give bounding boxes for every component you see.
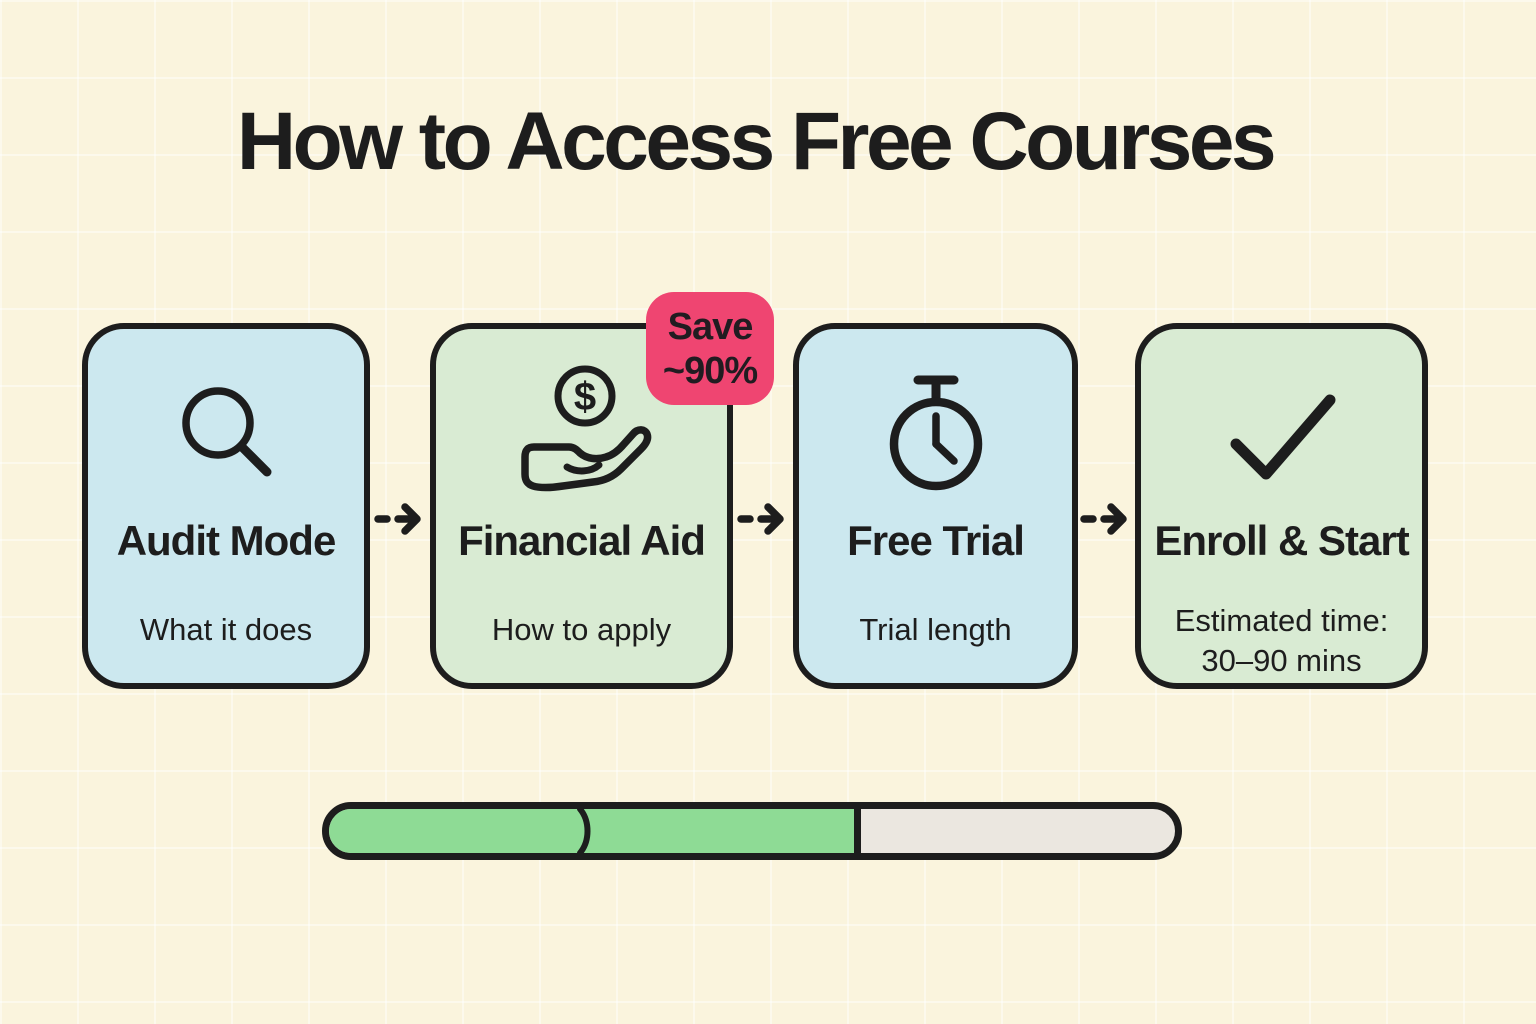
step-subtitle-line: What it does [139,612,313,647]
flow-arrow-icon [737,503,784,535]
save-badge: Save ~90% [646,292,774,405]
step-title: Free Trial [847,517,1025,564]
stopwatch-icon [799,357,1072,512]
progress-bar [322,802,1182,860]
magnifier-icon [88,357,364,512]
hand-coin-icon: $ [436,357,727,512]
step-subtitle-line: Trial length [859,612,1012,647]
page-title: How to Access Free Courses [236,96,1277,187]
flow-arrow-icon [1080,503,1127,535]
step-subtitle: What it does [88,610,364,650]
step-card-enroll-start: Enroll & Start Estimated time: 30–90 min… [1135,323,1428,689]
progress-fill [329,809,862,853]
check-icon [1141,357,1422,512]
step-subtitle: Trial length [799,610,1072,650]
step-title: Audit Mode [116,517,337,564]
step-subtitle: How to apply [436,610,727,650]
step-card-financial-aid: Save ~90% $ Financial Aid How to apply [430,292,774,689]
step-subtitle-line: 30–90 mins [1201,643,1362,678]
step-title: Financial Aid [458,517,706,564]
dollar-sign: $ [573,375,595,419]
progress-segment-divider [577,809,591,853]
badge-line-2: ~90% [662,349,758,392]
step-card-audit-mode: Audit Mode What it does [82,323,370,689]
flow-arrow-icon [374,503,421,535]
step-title: Enroll & Start [1154,517,1409,564]
step-subtitle-line: Estimated time: [1174,603,1389,638]
step-card-free-trial: Free Trial Trial length [793,323,1078,689]
step-subtitle-line: How to apply [491,612,672,647]
step-subtitle: Estimated time: 30–90 mins [1141,601,1422,681]
badge-line-1: Save [667,305,754,348]
